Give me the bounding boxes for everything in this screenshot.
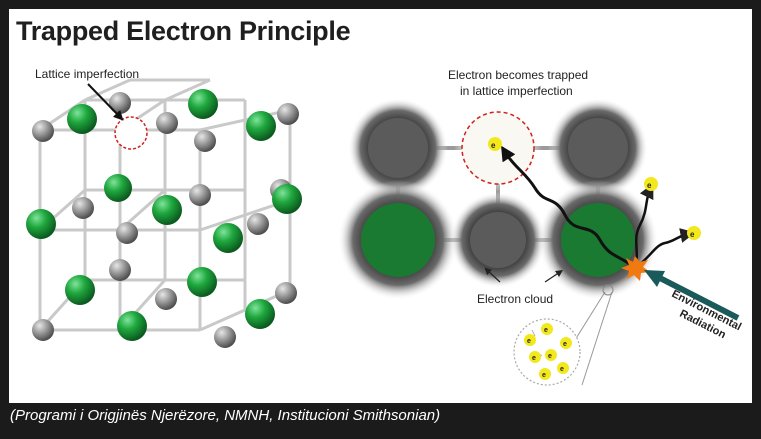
diagram-title: Trapped Electron Principle xyxy=(16,16,351,46)
green-atom xyxy=(65,275,95,305)
green-atom xyxy=(187,267,217,297)
gray-atom xyxy=(109,259,131,281)
green-atom xyxy=(361,203,435,277)
green-atom xyxy=(213,223,243,253)
cloud-pointer-arrow xyxy=(544,270,563,283)
trapped-label-line2: in lattice imperfection xyxy=(460,84,573,98)
green-atom xyxy=(26,209,56,239)
svg-text:e: e xyxy=(548,353,552,360)
gray-atom xyxy=(247,213,269,235)
svg-text:e: e xyxy=(647,181,652,190)
gray-atom xyxy=(470,212,526,268)
svg-text:e: e xyxy=(560,366,564,373)
gray-atom xyxy=(568,118,628,178)
figure-caption: (Programi i Origjinës Njerëzore, NMNH, I… xyxy=(10,407,441,424)
gray-atom xyxy=(109,92,131,114)
electron: e xyxy=(488,137,502,151)
svg-text:e: e xyxy=(527,338,531,345)
gray-atom xyxy=(155,288,177,310)
radiation-impact-burst xyxy=(621,256,650,281)
gray-atom xyxy=(32,319,54,341)
gray-atom xyxy=(214,326,236,348)
gray-atom xyxy=(277,103,299,125)
radiation-label: Environmental Radiation xyxy=(670,288,744,341)
green-atom xyxy=(272,184,302,214)
svg-text:e: e xyxy=(532,355,536,362)
zoom-callout-line xyxy=(581,291,613,386)
electron: e xyxy=(545,349,557,361)
gray-atom xyxy=(189,184,211,206)
gray-atom xyxy=(275,282,297,304)
cloud-pointer-arrow xyxy=(484,267,501,283)
electron: e xyxy=(557,362,569,374)
zoom-callout-line xyxy=(574,291,606,341)
svg-text:e: e xyxy=(491,141,496,150)
lattice-imperfection-label: Lattice imperfection xyxy=(35,67,139,81)
electron: e xyxy=(541,323,553,335)
lattice-imperfection-marker xyxy=(114,116,148,150)
gray-atom xyxy=(72,197,94,219)
escaping-electron-path xyxy=(633,183,654,269)
electron: e xyxy=(539,368,551,380)
electron: e xyxy=(560,337,572,349)
gray-atom xyxy=(368,118,428,178)
trapped-electron-path xyxy=(501,145,636,270)
radiation-arrow-shaft xyxy=(654,273,740,321)
electron: e xyxy=(524,334,536,346)
green-atom xyxy=(152,195,182,225)
gray-atom xyxy=(116,222,138,244)
svg-text:e: e xyxy=(563,341,567,348)
green-atom xyxy=(561,203,635,277)
zoom-origin xyxy=(602,284,614,296)
green-atom xyxy=(246,111,276,141)
svg-text:e: e xyxy=(690,230,695,239)
gray-atom xyxy=(156,112,178,134)
escaping-electron-path xyxy=(634,228,696,270)
trapped-label-line1: Electron becomes trapped xyxy=(448,68,588,82)
green-atom xyxy=(117,311,147,341)
electron: e xyxy=(644,177,658,191)
svg-text:e: e xyxy=(544,327,548,334)
imperfection-pointer-arrow xyxy=(87,83,124,121)
electron-cloud-label: Electron cloud xyxy=(477,292,553,306)
gray-atom xyxy=(194,130,216,152)
electron: e xyxy=(529,351,541,363)
radiation-arrow-head xyxy=(644,270,665,287)
gray-atom xyxy=(32,120,54,142)
green-atom xyxy=(67,104,97,134)
green-atom xyxy=(245,299,275,329)
lattice-atoms xyxy=(26,89,302,348)
electron: e xyxy=(687,226,701,240)
green-atom xyxy=(104,174,132,202)
svg-text:e: e xyxy=(542,372,546,379)
green-atom xyxy=(188,89,218,119)
